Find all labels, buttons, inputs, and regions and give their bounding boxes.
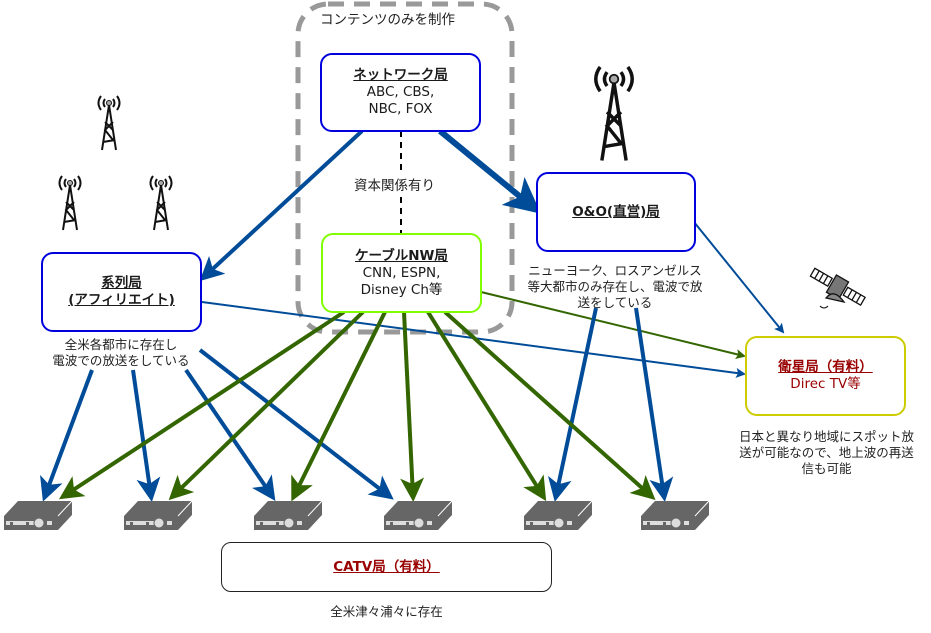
affiliate-title-2: (アフィリエイト): [68, 292, 175, 308]
affiliate-title-1: 系列局: [101, 275, 142, 291]
catv-title: CATV局（有料）: [333, 558, 440, 575]
capital-relation-label: 資本関係有り: [352, 174, 437, 194]
oando-note-line-2: 等大都市のみ存在し、電波で放: [527, 279, 703, 294]
satellite-icon: [809, 267, 867, 309]
arrow-oando-to-satellite: [693, 221, 785, 334]
affiliate-note-line-1: 全米各都市に存在し: [64, 337, 178, 352]
arrow-cable-to-box-1: [58, 310, 346, 500]
catv-station-node[interactable]: CATV局（有料）: [221, 542, 552, 592]
radio-tower-icon: [97, 95, 121, 151]
arrow-cable-to-box-2: [168, 310, 365, 501]
cable-network-node[interactable]: ケーブルNW局 CNN, ESPN, Disney Ch等: [321, 233, 482, 313]
cable-title: ケーブルNW局: [355, 247, 448, 264]
set-top-box-icon: [641, 500, 709, 530]
affiliate-note: 全米各都市に存在し 電波での放送をしている: [36, 337, 206, 369]
arrow-network-to-oando: [438, 128, 541, 214]
set-top-box-icon: [254, 500, 322, 530]
cable-line-1: CNN, ESPN,: [362, 264, 441, 281]
set-top-box-icon: [124, 500, 192, 530]
satellite-note: 日本と異なり地域にスポット放 送が可能なので、地上波の再送 信も可能: [722, 429, 931, 477]
arrow-affiliate-to-box-2: [131, 369, 161, 502]
satellite-note-line-3: 信も可能: [801, 461, 852, 476]
catv-note: 全米津々浦々に存在: [330, 604, 443, 619]
set-top-box-icon: [384, 500, 452, 530]
oando-title: O&O(直営)局: [572, 203, 660, 220]
arrow-cable-to-box-5: [426, 310, 547, 502]
arrow-oando-to-box-6: [634, 307, 674, 502]
radio-tower-icon: [58, 175, 82, 231]
affiliate-note-line-2: 電波での放送をしている: [52, 353, 190, 368]
affiliate-station-node[interactable]: 系列局 (アフィリエイト): [41, 252, 202, 332]
network-title: ネットワーク局: [353, 67, 448, 83]
satellite-station-node[interactable]: 衛星局（有料） Direc TV等: [745, 336, 906, 416]
network-station-node[interactable]: ネットワーク局 ABC, CBS, NBC, FOX: [320, 53, 481, 132]
oando-note-line-3: 送をしている: [577, 295, 653, 310]
arrow-oando-to-box-5: [548, 307, 598, 502]
network-line-2: NBC, FOX: [368, 101, 433, 117]
satellite-note-line-1: 日本と異なり地域にスポット放: [738, 429, 914, 444]
set-top-box-icon: [524, 500, 592, 530]
set-top-box-icon: [4, 500, 72, 530]
arrow-network-to-affiliate: [199, 129, 364, 282]
network-line-1: ABC, CBS,: [366, 84, 435, 100]
arrow-cable-to-box-6: [443, 310, 656, 500]
content-group-label: コンテンツのみを制作: [318, 8, 457, 28]
oando-note: ニューヨーク、ロスアンゼルス 等大都市のみ存在し、電波で放 送をしている: [510, 263, 720, 311]
arrow-affiliate-to-box-4: [198, 348, 394, 500]
satellite-note-line-2: 送が可能なので、地上波の再送: [739, 445, 914, 460]
arrow-affiliate-to-box-1: [40, 369, 94, 502]
arrow-cable-to-satellite: [480, 291, 746, 359]
oando-station-node[interactable]: O&O(直営)局: [536, 172, 696, 252]
radio-tower-icon: [149, 175, 173, 231]
satellite-title: 衛星局（有料）: [778, 359, 873, 375]
arrow-cable-to-box-4: [400, 311, 425, 502]
cable-line-2: Disney Ch等: [360, 281, 443, 298]
radio-tower-icon: [594, 65, 634, 161]
oando-note-line-1: ニューヨーク、ロスアンゼルス: [528, 263, 702, 278]
arrow-cable-to-box-3: [291, 311, 387, 502]
arrow-affiliate-to-box-3: [184, 368, 276, 501]
satellite-line-1: Direc TV等: [790, 376, 861, 392]
